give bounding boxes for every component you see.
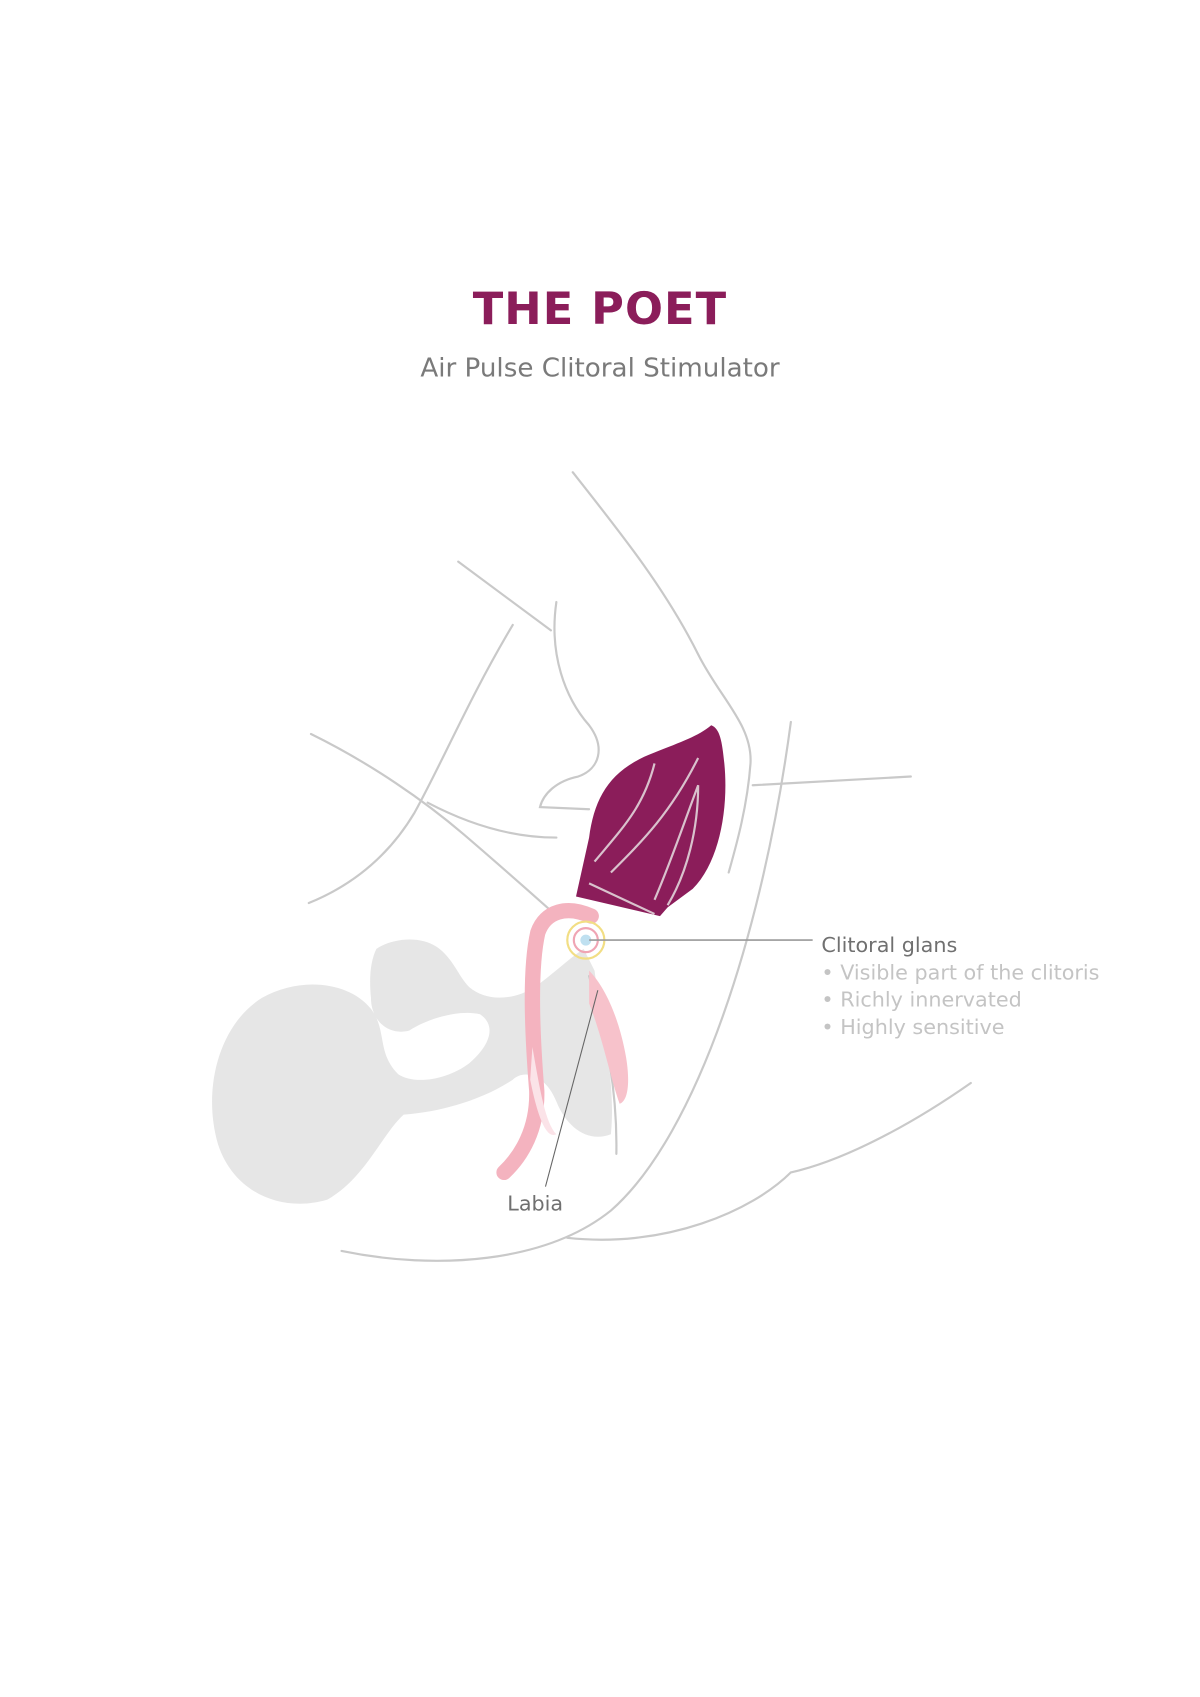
- labia-outer-shape: [496, 903, 599, 1181]
- glans-label: Clitoral glans: [821, 933, 957, 957]
- glans-bullet: • Highly sensitive: [821, 1015, 1004, 1039]
- labia-leader-line: [544, 990, 599, 1187]
- product-illustration: [576, 725, 726, 917]
- page-title: THE POET: [473, 282, 728, 335]
- air-pulse-icon: [566, 920, 606, 960]
- glans-bullet: • Richly innervated: [821, 988, 1021, 1012]
- labia-dotted-shape: [530, 1046, 557, 1135]
- glans-bullet: • Visible part of the clitoris: [821, 960, 1099, 984]
- page-subtitle: Air Pulse Clitoral Stimulator: [420, 353, 780, 383]
- internal-anatomy-shape: [212, 939, 613, 1204]
- labia-label: Labia: [507, 1192, 563, 1216]
- labia-inner-shape: [589, 970, 629, 1104]
